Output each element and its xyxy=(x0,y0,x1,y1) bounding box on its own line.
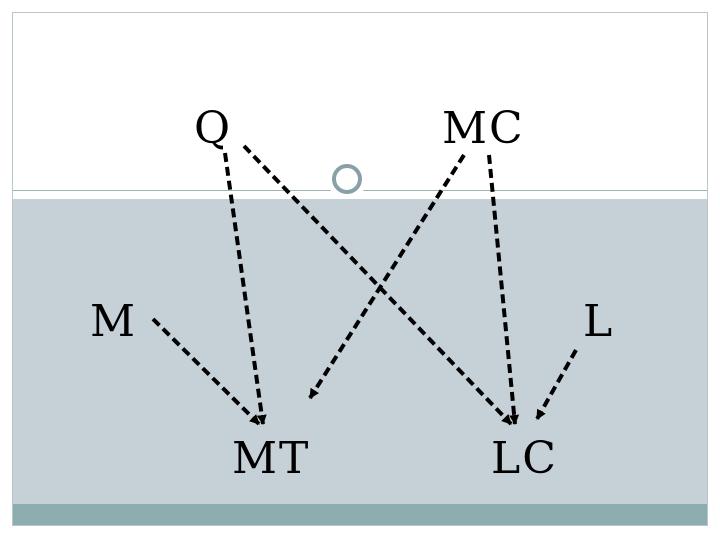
node-l: L xyxy=(583,296,614,347)
node-mc: MC xyxy=(442,103,525,154)
content-area xyxy=(13,199,707,504)
edges xyxy=(151,144,578,426)
edge-q-lc xyxy=(242,144,513,426)
edge-q-mt xyxy=(223,152,267,425)
node-q: Q xyxy=(194,103,232,154)
circle-ornament-inner xyxy=(332,164,362,194)
nodes: Q MC M L MT LC xyxy=(90,103,614,484)
node-m: M xyxy=(90,296,137,347)
title-area xyxy=(13,13,707,188)
slide xyxy=(12,12,708,526)
circle-ornament-icon xyxy=(327,159,367,199)
edge-l-lc xyxy=(535,349,578,420)
node-lc: LC xyxy=(491,433,558,484)
edge-m-mt xyxy=(151,317,261,426)
edge-mc-mt xyxy=(308,153,466,400)
edge-mc-lc xyxy=(487,154,520,425)
node-mt: MT xyxy=(232,433,310,484)
footer-band xyxy=(13,504,707,525)
